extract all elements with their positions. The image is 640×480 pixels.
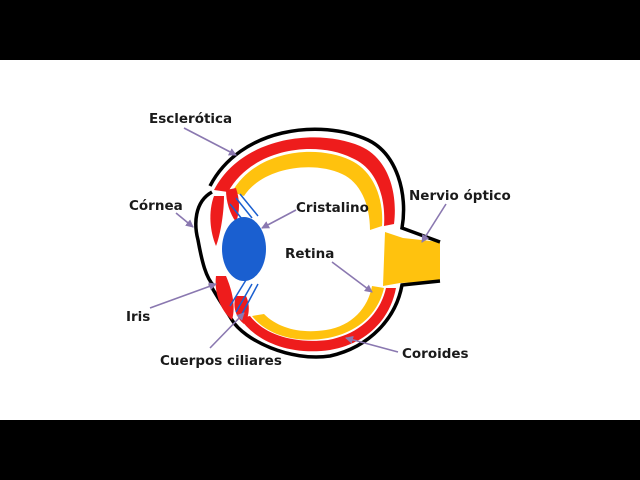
arrow-coroides — [345, 335, 399, 353]
iris-upper — [210, 196, 224, 246]
label-arrows — [149, 127, 447, 353]
label-nervio-optico: Nervio óptico — [409, 188, 511, 204]
choroid-upper — [214, 137, 395, 226]
arrow-iris — [149, 282, 217, 309]
letterbox-bottom — [0, 420, 640, 480]
suspensory-ligaments — [229, 193, 259, 315]
label-cuerpos-ciliares: Cuerpos ciliares — [160, 353, 282, 369]
lens-shape — [222, 217, 266, 281]
label-iris: Iris — [126, 309, 150, 325]
retina-layer-lower — [252, 286, 384, 340]
label-retina: Retina — [285, 246, 334, 262]
diagram-canvas — [0, 60, 640, 420]
optic-nerve — [383, 232, 440, 286]
choroid-lower — [240, 288, 396, 352]
label-esclerotica: Esclerótica — [149, 111, 232, 127]
label-cornea: Córnea — [129, 198, 183, 214]
iris-lower — [215, 276, 234, 320]
arrow-esclerotica — [183, 127, 237, 156]
cornea-shape — [194, 190, 216, 288]
arrow-cuerpos-ciliares — [209, 312, 245, 349]
label-cristalino: Cristalino — [296, 200, 369, 216]
ciliary-body-upper — [226, 188, 239, 222]
retina-layer — [232, 151, 383, 230]
letterbox-top — [0, 0, 640, 60]
arrow-cornea — [175, 212, 194, 228]
arrow-nervio-optico — [421, 203, 447, 243]
arrow-cristalino — [261, 209, 297, 229]
arrow-retina — [331, 261, 373, 293]
label-coroides: Coroides — [402, 346, 469, 362]
